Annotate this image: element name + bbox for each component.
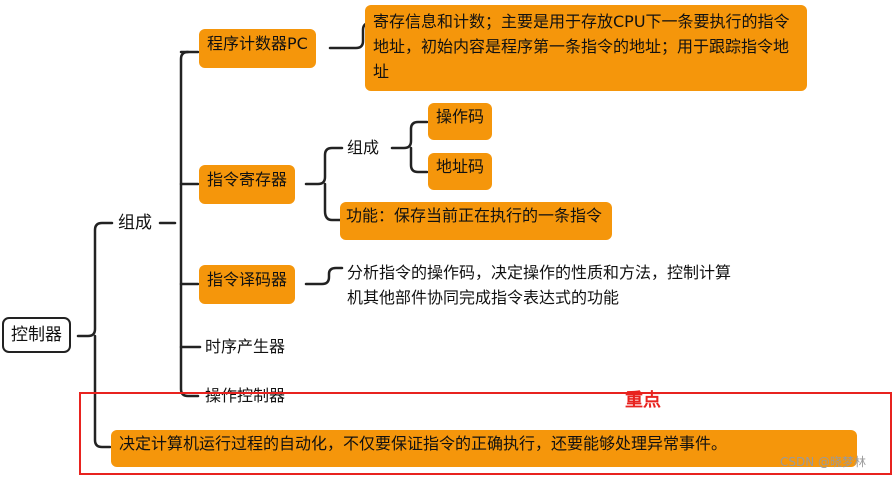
edge-ircomp-address [409,146,429,174]
edge-composition-children [179,50,200,398]
timing-generator-node: 时序产生器 [203,336,287,358]
summary-node: 决定计算机运行过程的自动化，不仅要保证指令的正确执行，还要能够处理异常事件。 [111,430,857,467]
edge-decoder-desc [304,266,344,286]
pc-description-text: 寄存信息和计数；主要是用于存放CPU下一条要执行的指令地址，初始内容是程序第一条… [373,12,790,81]
edge-ircomp-opcode [390,120,429,150]
composition-node: 组成 [116,212,154,234]
pc-label: 程序计数器PC [207,34,308,53]
edge-ir-composition [304,146,344,186]
edge-pc-desc [328,21,372,50]
decoder-description-text: 分析指令的操作码，决定操作的性质和方法，控制计算机其他部件协同完成指令表达式的功… [347,263,732,307]
root-node-controller: 控制器 [2,317,71,353]
highlight-label: 重点 [625,390,661,411]
address-code-node: 地址码 [428,153,493,190]
address-code-label: 地址码 [436,157,485,176]
ir-composition-node: 组成 [345,137,381,159]
pc-description-node: 寄存信息和计数；主要是用于存放CPU下一条要执行的指令地址，初始内容是程序第一条… [365,5,807,91]
ir-node: 指令寄存器 [199,165,296,204]
summary-text: 决定计算机运行过程的自动化，不仅要保证指令的正确执行，还要能够处理异常事件。 [119,434,728,453]
ir-function-text: 功能：保存当前正在执行的一条指令 [346,206,603,225]
ir-label: 指令寄存器 [207,170,288,189]
edge-root-composition [76,221,114,338]
opcode-label: 操作码 [436,107,485,126]
decoder-description-node: 分析指令的操作码，决定操作的性质和方法，控制计算机其他部件协同完成指令表达式的功… [345,260,745,310]
opcode-node: 操作码 [428,103,493,140]
edge-ir-function [323,182,342,222]
root-label: 控制器 [11,325,62,345]
operation-controller-node: 操作控制器 [203,385,287,407]
ir-function-node: 功能：保存当前正在执行的一条指令 [340,202,613,240]
timing-generator-label: 时序产生器 [205,337,286,356]
operation-controller-label: 操作控制器 [205,386,286,405]
decoder-node: 指令译码器 [199,265,296,304]
composition-label: 组成 [118,213,152,233]
decoder-label: 指令译码器 [207,270,288,289]
highlight-box [79,392,892,475]
pc-node: 程序计数器PC [199,29,316,68]
ir-composition-label: 组成 [347,138,380,157]
edge-root-summary [93,334,112,449]
watermark: CSDN @晓梦林 [780,455,867,469]
